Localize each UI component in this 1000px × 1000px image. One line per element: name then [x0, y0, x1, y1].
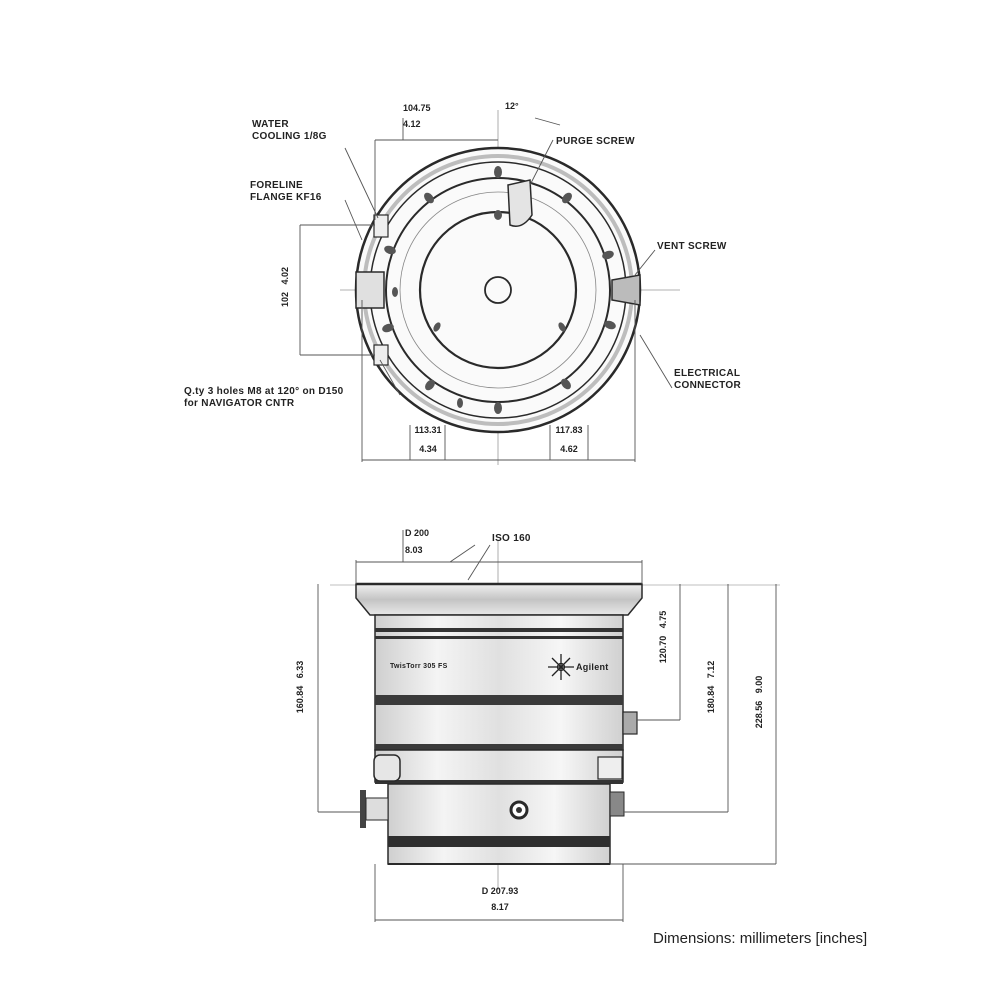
flange-diameter-dimension: D 200 8.03 — [405, 528, 429, 556]
brand-label: Agilent — [576, 662, 609, 672]
electrical-connector-label: ELECTRICAL CONNECTOR — [674, 368, 741, 392]
dim-mm: 117.83 — [555, 425, 583, 435]
bottom-left-dimension: 113.31 4.34 — [410, 425, 446, 455]
dim-mm: 113.31 — [414, 425, 442, 435]
foreline-flange-label-line2: FLANGE KF16 — [250, 192, 322, 203]
water-cooling-label-line2: COOLING 1/8G — [252, 131, 327, 142]
dim-in: 4.62 — [560, 444, 578, 454]
dim-in: 4.12 — [403, 119, 421, 129]
mounting-holes-note: Q.ty 3 holes M8 at 120° on D150 for NAVI… — [184, 386, 343, 410]
dim-in: 9.00 — [754, 675, 764, 694]
dim-mm: 104.75 — [403, 103, 431, 113]
dim-mm: 180.84 — [706, 685, 716, 714]
water-cooling-label-line1: WATER — [252, 119, 289, 130]
units-caption: Dimensions: millimeters [inches] — [653, 930, 868, 947]
electrical-connector-line1: ELECTRICAL — [674, 368, 741, 379]
body-diameter-dimension: D 207.93 8.17 — [470, 886, 530, 913]
dim-in: 4.75 — [658, 610, 668, 629]
left-height-dimension: 160.84 6.33 — [295, 652, 305, 722]
dim-mm: 120.70 — [658, 635, 668, 664]
top-offset-dimension: 104.75 4.12 — [403, 103, 431, 130]
dim-in: 7.12 — [706, 660, 716, 679]
flange-type-label: ISO 160 — [492, 533, 531, 544]
dim-mm: D 207.93 — [481, 886, 519, 896]
right-dimension-3: 228.56 9.00 — [754, 667, 764, 737]
mounting-holes-line2: for NAVIGATOR CNTR — [184, 398, 295, 409]
dim-in: 4.34 — [419, 444, 437, 454]
foreline-flange-label: FORELINE FLANGE KF16 — [250, 180, 322, 204]
dim-mm: 102 — [280, 292, 290, 308]
mounting-holes-line1: Q.ty 3 holes M8 at 120° on D150 — [184, 386, 344, 397]
right-dimension-2: 180.84 7.12 — [706, 652, 716, 722]
right-dimension-1: 120.70 4.75 — [658, 602, 668, 672]
dim-in: 8.17 — [491, 902, 509, 912]
left-vertical-dimension: 102 4.02 — [280, 257, 290, 317]
dim-in: 6.33 — [295, 660, 305, 679]
top-view — [299, 110, 680, 465]
side-view — [317, 530, 780, 922]
dim-mm: 160.84 — [295, 685, 305, 714]
dim-mm: 228.56 — [754, 700, 764, 729]
electrical-connector-line2: CONNECTOR — [674, 380, 741, 391]
bottom-right-dimension: 117.83 4.62 — [550, 425, 588, 455]
agilent-spark-icon — [548, 654, 574, 680]
pump-model-label: TwisTorr 305 FS — [390, 663, 448, 670]
angle-dimension: 12° — [505, 101, 519, 111]
purge-screw-label: PURGE SCREW — [556, 136, 635, 147]
water-cooling-label: WATER COOLING 1/8G — [252, 119, 327, 143]
dim-in: 8.03 — [405, 545, 423, 555]
dim-in: 4.02 — [280, 266, 290, 285]
vent-screw-label: VENT SCREW — [657, 241, 727, 252]
foreline-flange-label-line1: FORELINE — [250, 180, 303, 191]
dim-mm: D 200 — [405, 528, 430, 538]
